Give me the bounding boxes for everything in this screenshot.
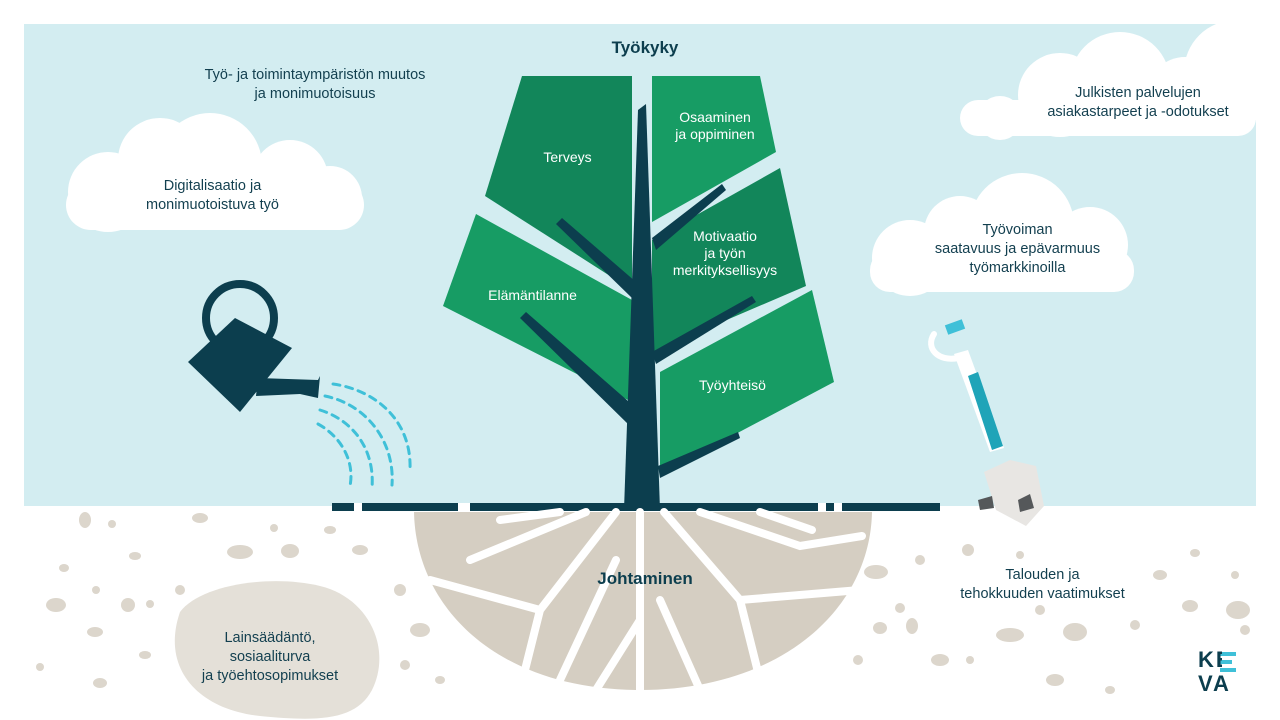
water-drops: [316, 382, 412, 490]
tree-trunk: [520, 104, 756, 510]
leaf-label-osaaminen: Osaaminen ja oppiminen: [675, 109, 755, 142]
factor-cloud-left: Digitalisaatio ja monimuotoistuva työ: [146, 178, 279, 213]
cloud-left: [66, 113, 364, 232]
shovel-icon: [928, 319, 1044, 526]
keva-logo: KE VA: [1198, 648, 1262, 698]
factor-ground-right: Talouden ja tehokkuuden vaatimukset: [960, 567, 1125, 602]
factor-cloud-mid-right: Työvoiman saatavuus ja epävarmuus työmar…: [934, 222, 1101, 276]
watering-can-icon: [188, 280, 320, 412]
leaf-terveys: [485, 76, 632, 290]
roots-label: Johtaminen: [597, 569, 693, 588]
diagram-title: Työkyky: [611, 38, 679, 57]
leaf-motivaatio: [652, 168, 806, 352]
roots: [414, 508, 872, 694]
keva-logo-bottom: VA: [1198, 671, 1231, 696]
pebbles: [36, 512, 1250, 694]
leaf-label-elamantilanne: Elämäntilanne: [488, 287, 577, 303]
tree-leaves: [443, 76, 834, 474]
leaf-label-motivaatio: Motivaatio ja työn merkityksellisyys: [672, 228, 778, 278]
cloud-top-right: [960, 20, 1280, 140]
factor-top-left: Työ- ja toimintaympäristön muutos ja mon…: [204, 67, 426, 102]
factor-stone-left: Lainsäädäntö, sosiaaliturva ja työehtoso…: [201, 630, 339, 684]
leaf-elamantilanne: [443, 214, 632, 402]
leaf-osaaminen: [652, 76, 776, 222]
keva-logo-top: KE: [1198, 648, 1222, 672]
leaf-tyoyhteiso: [660, 290, 834, 474]
leaf-label-terveys: Terveys: [543, 149, 592, 165]
leaf-label-tyoyhteiso: Työyhteisö: [699, 377, 766, 393]
keva-logo-icon: [1220, 652, 1236, 672]
cloud-mid-right: [870, 173, 1134, 296]
stone-large: [174, 581, 380, 719]
factor-cloud-top-right: Julkisten palvelujen asiakastarpeet ja -…: [1047, 85, 1229, 120]
